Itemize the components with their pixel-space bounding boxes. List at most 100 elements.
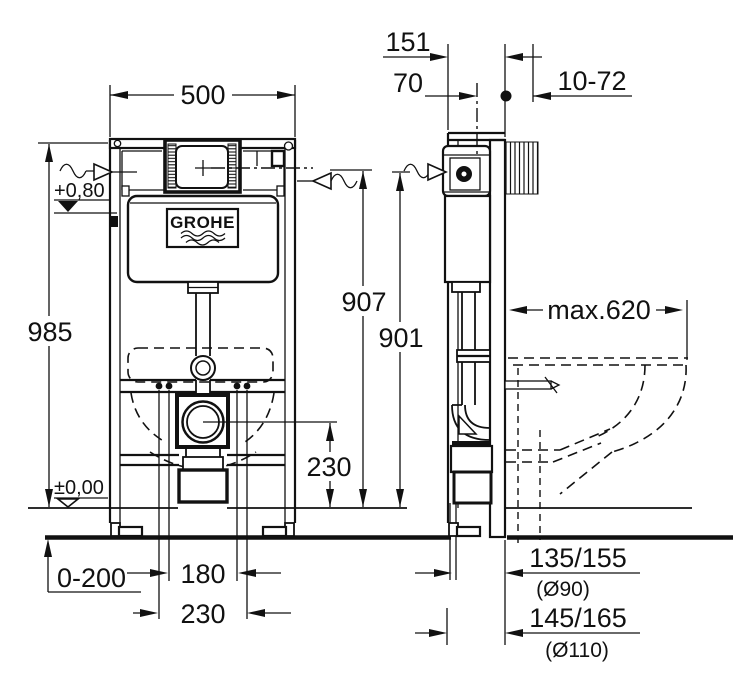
arrow <box>459 92 477 100</box>
dim-rod-spacing: 180 <box>180 559 225 589</box>
logo-wave-3 <box>185 239 220 246</box>
arrow <box>434 569 452 577</box>
arrow <box>45 489 53 507</box>
arrow <box>505 629 523 637</box>
right-notch <box>270 149 286 168</box>
side-view <box>403 131 688 580</box>
wall-finish-hatch <box>505 141 539 195</box>
arrow <box>238 569 256 577</box>
flush-window-hatch-left <box>167 143 177 189</box>
bowl-top-lines <box>508 357 688 366</box>
right-foot <box>261 525 288 538</box>
wall-reference-dot <box>500 90 512 102</box>
floor-level-label: ±0,00 <box>54 477 104 499</box>
side-supply-mark <box>403 162 448 182</box>
top-extension-lines <box>447 44 534 137</box>
arrow <box>396 489 404 507</box>
supply-level-mark: +0,80 <box>54 162 137 214</box>
side-foot <box>455 525 482 538</box>
flush-plate-center-cross <box>195 160 211 176</box>
dim-985-lines <box>38 142 108 507</box>
side-cistern-body <box>443 194 492 284</box>
dim-901-lines <box>392 171 410 507</box>
cistern-flange-left <box>121 185 130 197</box>
left-top-box <box>121 150 165 191</box>
arrow <box>277 91 295 99</box>
bowl-arc-left <box>130 392 166 443</box>
dim-foot-adjust: 0-200 <box>57 563 126 593</box>
dim-bowl-depth: max.620 <box>547 295 651 325</box>
flush-actuation-mark <box>297 171 358 191</box>
dim-fixing-spacing: 230 <box>180 599 225 629</box>
dim-front-height: 985 <box>27 317 72 347</box>
grohe-logo-text: GROHE <box>170 213 235 232</box>
water-supply-arrow-icon <box>93 162 114 182</box>
side-supply-squiggle-icon <box>403 163 431 179</box>
arrow <box>509 306 527 314</box>
rail-clamp <box>109 216 118 227</box>
flush-pipe <box>195 293 211 356</box>
dim-135-lines <box>415 540 640 645</box>
cistern-flange-right <box>276 185 285 197</box>
arrow <box>429 629 447 637</box>
supply-level-label: +0,80 <box>54 180 105 202</box>
mounting-rod-tip <box>544 376 561 394</box>
dim-outlet-height: 230 <box>306 452 351 482</box>
arrow <box>533 92 551 100</box>
inlet-valve-box <box>449 157 481 191</box>
dim-outlet-110-dia: (Ø110) <box>545 639 609 662</box>
arrow <box>247 609 265 617</box>
arrow <box>430 53 448 61</box>
side-dimensions: 151 70 10-72 901 max.620 135/155 (Ø90) 1… <box>378 27 688 662</box>
dim-max620-lines <box>527 300 688 360</box>
arrow <box>326 489 334 507</box>
flush-window-hatch-right <box>227 143 237 189</box>
front-dimensions: 500 985 +0,80 907 230 <box>27 80 386 629</box>
flush-arrow-icon <box>311 171 332 191</box>
dim-wall-finish: 10-72 <box>557 66 626 96</box>
logo-wave-1 <box>180 230 226 237</box>
left-foot <box>117 525 144 538</box>
dim-0200-lines <box>47 557 141 593</box>
side-cistern-collar <box>451 281 481 293</box>
arrow <box>359 171 367 189</box>
screw-hole-left <box>113 139 122 148</box>
bowl-arc-right <box>244 392 275 443</box>
side-cistern-lines <box>443 154 490 193</box>
upper-crossbar <box>120 378 285 394</box>
right-top-box <box>243 150 285 191</box>
arrow <box>110 91 128 99</box>
flow-wedge-icon <box>458 414 478 435</box>
level-datum-open-icon <box>55 498 81 509</box>
arrow <box>150 569 168 577</box>
dim-frame-depth: 151 <box>385 27 430 57</box>
side-drain-collar <box>449 444 494 474</box>
flush-pipe-lower <box>195 380 211 395</box>
dim-supply-height: 901 <box>378 323 423 353</box>
floor-lines <box>28 507 733 540</box>
frame-rails-outer <box>108 140 297 523</box>
foot-adjust-dim: 0-200 <box>44 539 151 593</box>
water-supply-squiggle-icon <box>59 163 94 179</box>
dim-plate-height: 907 <box>341 287 386 317</box>
bowl-vertical-dashes <box>517 368 541 545</box>
arrow <box>505 569 523 577</box>
dim-front-width: 500 <box>180 80 225 110</box>
floor-level-mark: ±0,00 <box>54 477 108 509</box>
screw-hole-right <box>283 141 294 151</box>
arrow <box>505 53 523 61</box>
front-view: GROHE <box>108 137 337 619</box>
bowl-outlet-lines <box>506 428 611 463</box>
flush-squiggle-icon <box>330 173 358 189</box>
side-supply-arrow-icon <box>427 162 448 182</box>
arrow <box>326 423 334 441</box>
bowl-outer-curve <box>559 364 687 495</box>
dim-outlet-110: 145/165 <box>529 603 627 633</box>
arrow <box>140 609 158 617</box>
arrow <box>396 173 404 191</box>
level-datum-filled-icon <box>58 201 78 212</box>
side-drain-socket <box>452 470 493 505</box>
side-flush-pipe <box>461 292 476 350</box>
